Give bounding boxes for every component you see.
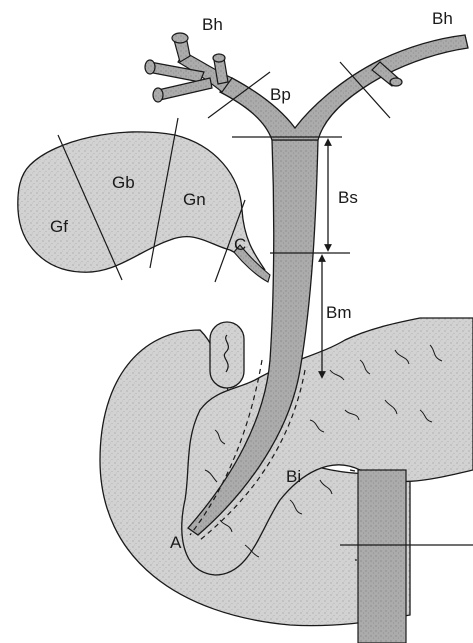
gallbladder — [18, 132, 265, 272]
label-bi: Bi — [286, 467, 301, 486]
label-bs: Bs — [338, 188, 358, 207]
label-a: A — [170, 533, 182, 552]
label-gn: Gn — [183, 190, 206, 209]
label-bh-left: Bh — [202, 15, 223, 34]
common-hepatic-duct — [220, 35, 468, 140]
duodenum-cut-end — [210, 322, 244, 388]
label-c: C — [234, 235, 246, 254]
mesenteric-vessel — [340, 470, 473, 643]
measurement-arrows — [322, 142, 328, 375]
label-bh-right: Bh — [432, 9, 453, 28]
label-bp: Bp — [270, 85, 291, 104]
label-gf: Gf — [50, 217, 68, 236]
label-gb: Gb — [112, 173, 135, 192]
label-bm: Bm — [326, 303, 352, 322]
left-hepatic-branches — [145, 33, 232, 102]
